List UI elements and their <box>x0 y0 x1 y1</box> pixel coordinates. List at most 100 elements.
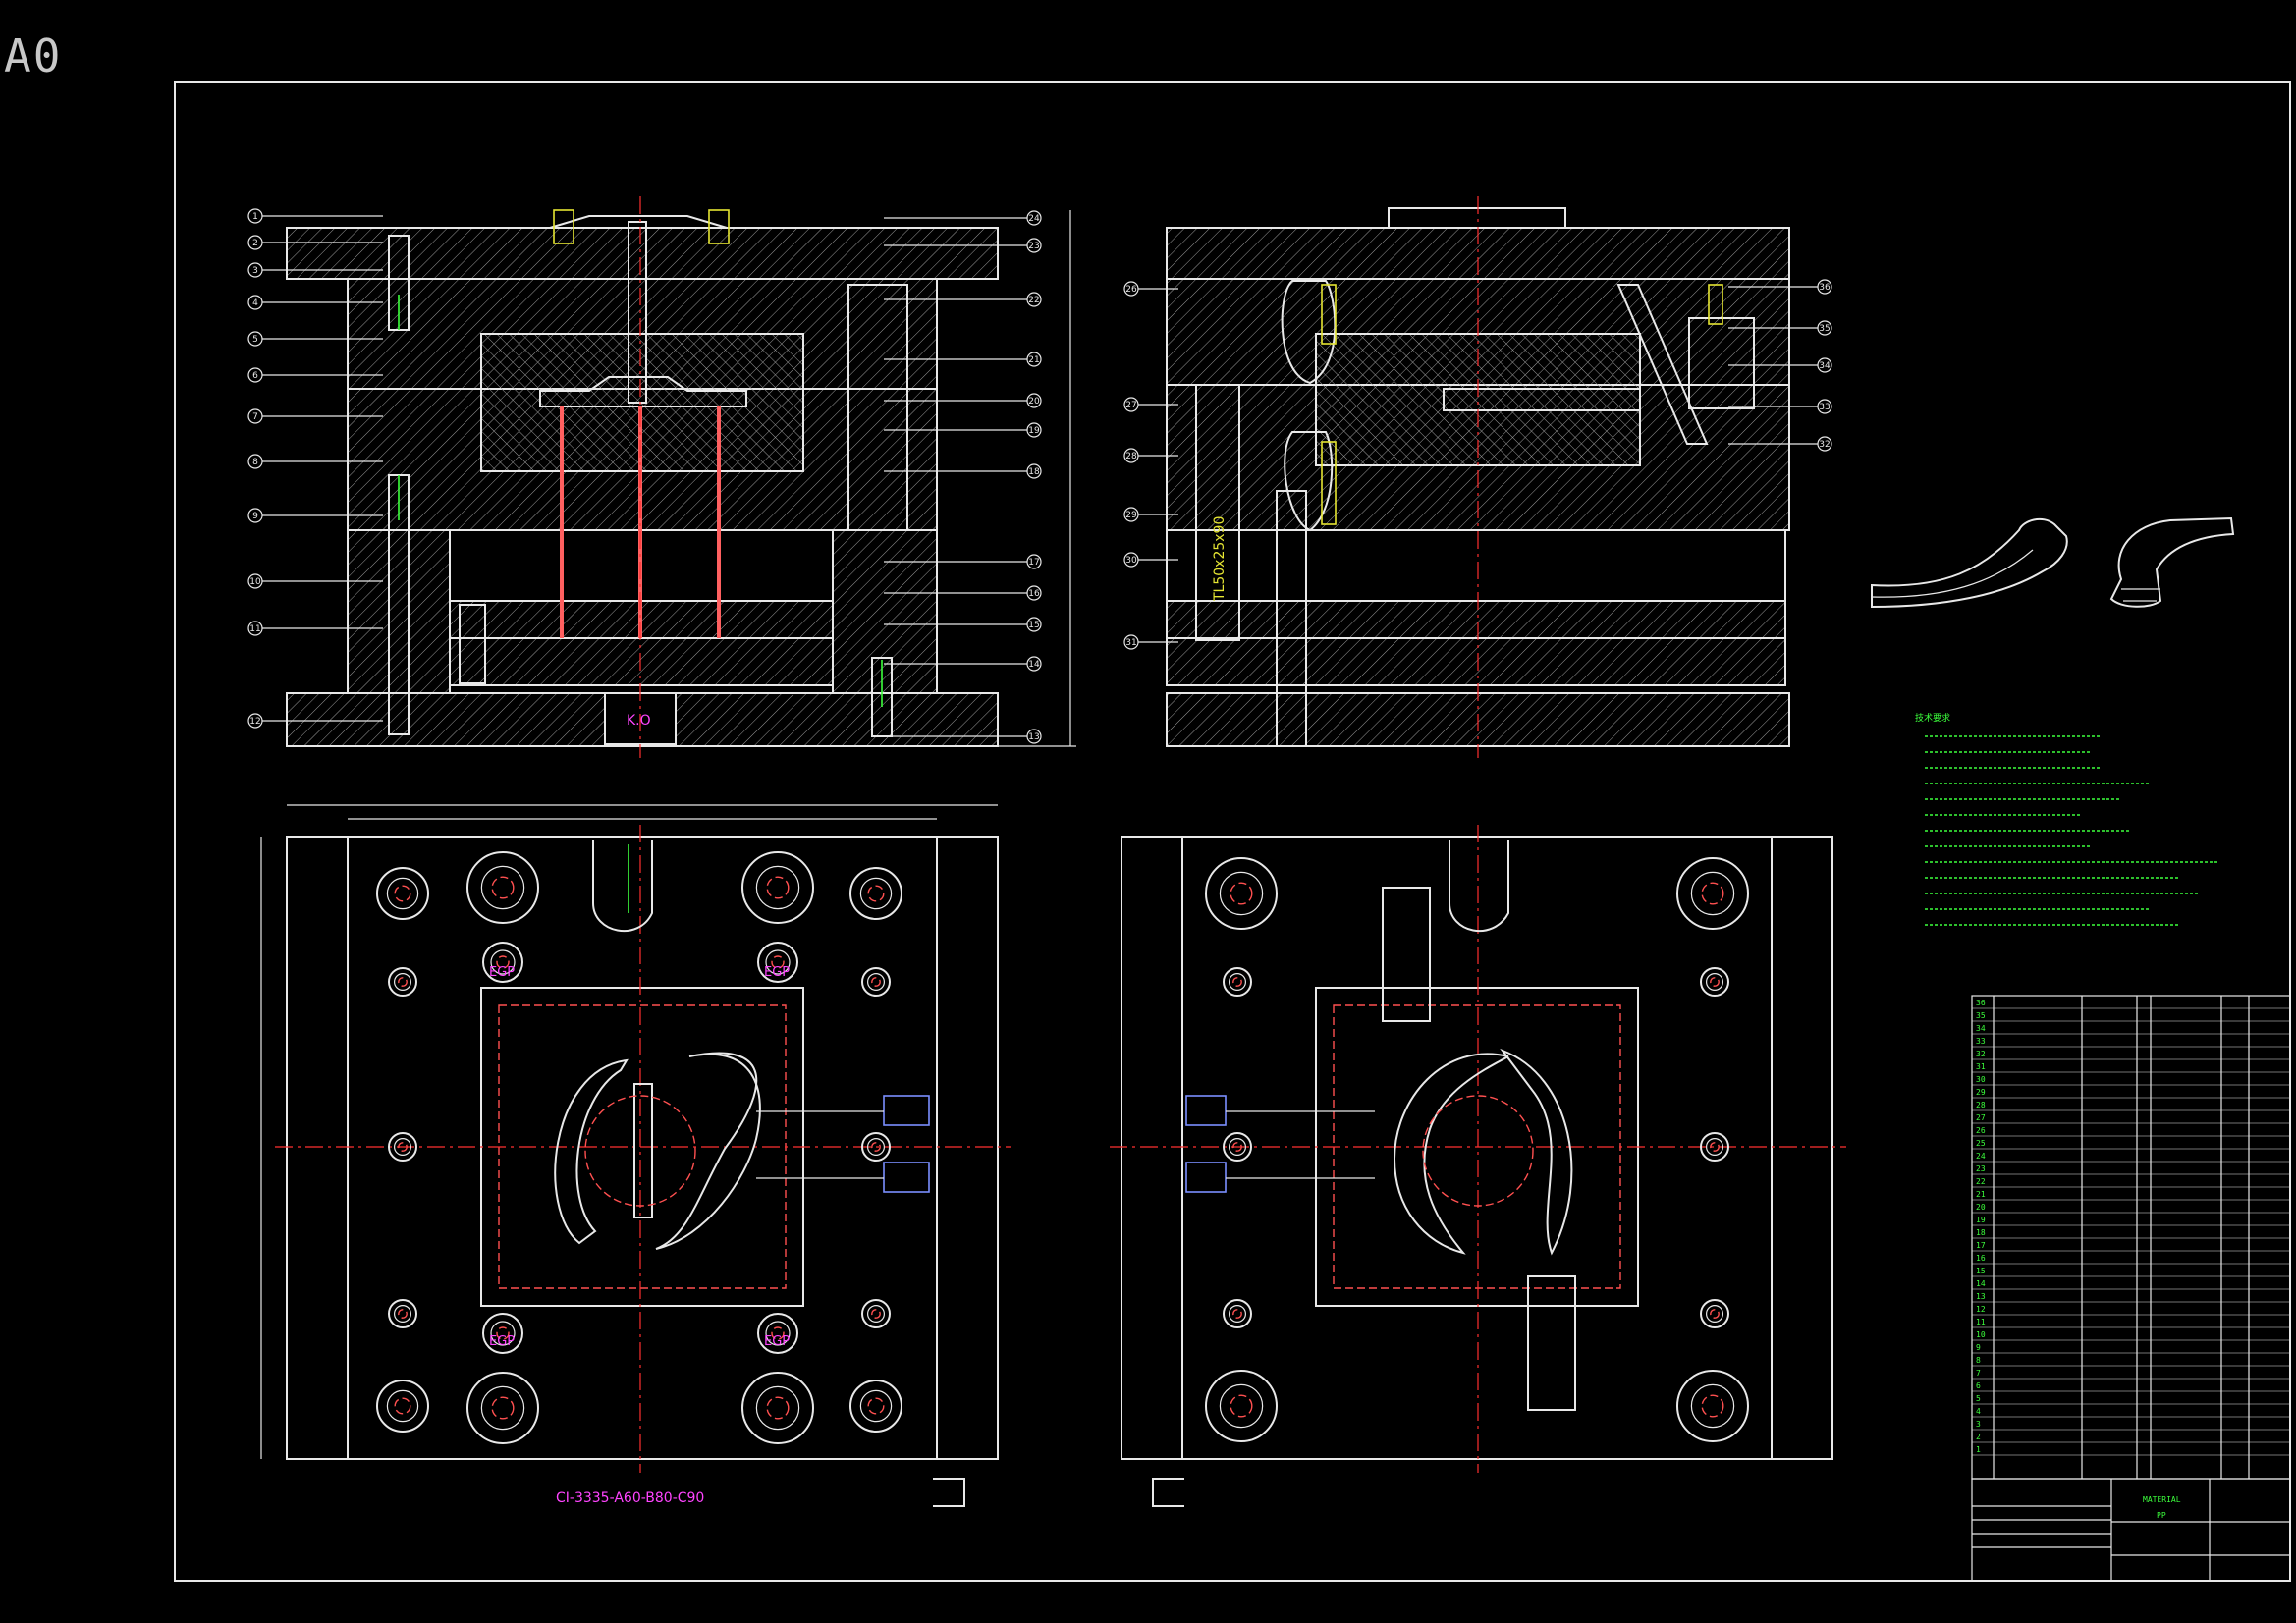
side-callout-34: 34 <box>1819 361 1831 371</box>
callouts-side-right: 36 35 34 33 32 <box>1728 279 1832 452</box>
bom-row-16: 16 <box>1976 1254 1986 1263</box>
front-callout-8: 8 <box>252 458 258 467</box>
bom-row-29: 29 <box>1976 1088 1986 1097</box>
technical-requirements: 技术要求 <box>1915 712 2219 926</box>
callouts-side-left: 26 27 28 29 30 31 <box>1123 281 1178 650</box>
front-callout-15: 15 <box>1028 621 1039 630</box>
bom-row-19: 19 <box>1976 1216 1986 1224</box>
bom-row-5: 5 <box>1976 1394 1981 1403</box>
bom-table: 3635343332313029282726252423222120191817… <box>1971 995 2291 1480</box>
spacer-block-left <box>347 529 451 694</box>
pillar-label: TL50x25x90 <box>1212 516 1228 602</box>
bom-row-7: 7 <box>1976 1369 1981 1378</box>
front-callout-14: 14 <box>1028 660 1040 670</box>
side-section-view: TL50x25x90 <box>1166 196 1790 758</box>
ejector-plate <box>449 637 834 686</box>
bom-row-24: 24 <box>1976 1152 1986 1161</box>
bom-row-3: 3 <box>1976 1420 1981 1429</box>
bom-row-13: 13 <box>1976 1292 1986 1301</box>
front-section-view: K.O <box>286 196 1076 758</box>
material-value: PP <box>2157 1511 2166 1520</box>
front-callout-24: 24 <box>1028 214 1040 224</box>
front-callout-2: 2 <box>252 239 258 248</box>
side-callout-29: 29 <box>1125 511 1137 520</box>
side-callout-26: 26 <box>1125 285 1137 295</box>
side-callout-32: 32 <box>1819 440 1830 450</box>
ko-label: K.O <box>627 713 651 729</box>
front-callout-12: 12 <box>249 717 260 727</box>
front-callout-18: 18 <box>1028 467 1040 477</box>
callouts-front-right: 24 23 22 21 20 19 18 17 16 15 14 13 <box>884 210 1042 744</box>
egp-label-4: EGP <box>764 1334 790 1349</box>
front-callout-13: 13 <box>1028 732 1039 742</box>
front-callout-7: 7 <box>252 412 258 422</box>
tech-title: 技术要求 <box>1915 712 1950 724</box>
bom-row-32: 32 <box>1976 1050 1986 1058</box>
bom-row-28: 28 <box>1976 1101 1986 1109</box>
bom-row-15: 15 <box>1976 1267 1986 1275</box>
bom-row-12: 12 <box>1976 1305 1986 1314</box>
front-callout-21: 21 <box>1028 355 1039 365</box>
bom-row-4: 4 <box>1976 1407 1981 1416</box>
bom-row-27: 27 <box>1976 1113 1986 1122</box>
side-callout-31: 31 <box>1125 638 1136 648</box>
note-label: CI-3335-A60-B80-C90 <box>556 1490 704 1506</box>
front-callout-19: 19 <box>1028 426 1040 436</box>
bom-row-25: 25 <box>1976 1139 1986 1148</box>
bom-row-2: 2 <box>1976 1433 1981 1441</box>
plan-view-fixed-half: EGP EGP EGP EGP CI-3335-A60-B80-C90 <box>260 804 1011 1507</box>
bom-row-21: 21 <box>1976 1190 1986 1199</box>
bom-row-31: 31 <box>1976 1062 1986 1071</box>
bom-row-34: 34 <box>1976 1024 1986 1033</box>
bom-row-35: 35 <box>1976 1011 1986 1020</box>
plan-view-moving-half <box>1110 825 1846 1507</box>
front-callout-4: 4 <box>252 298 258 308</box>
sheet-size-label: A0 <box>4 29 63 82</box>
bom-row-9: 9 <box>1976 1343 1981 1352</box>
bom-row-10: 10 <box>1976 1330 1986 1339</box>
front-callout-23: 23 <box>1028 242 1039 251</box>
bom-row-14: 14 <box>1976 1279 1986 1288</box>
material-label: MATERIAL <box>2143 1495 2181 1504</box>
bom-row-6: 6 <box>1976 1381 1981 1390</box>
spacer-block-right <box>832 529 938 694</box>
bom-row-23: 23 <box>1976 1164 1986 1173</box>
ko-hole <box>604 692 677 745</box>
title-block: MATERIAL PP <box>1971 1478 2291 1582</box>
bom-row-11: 11 <box>1976 1318 1986 1326</box>
side-callout-27: 27 <box>1125 401 1136 410</box>
bom-row-20: 20 <box>1976 1203 1986 1212</box>
egp-label-1: EGP <box>489 965 515 980</box>
side-callout-28: 28 <box>1125 452 1137 461</box>
front-callout-5: 5 <box>252 335 258 345</box>
bom-row-36: 36 <box>1976 999 1986 1007</box>
bom-row-30: 30 <box>1976 1075 1986 1084</box>
drawing-border <box>174 81 2291 1582</box>
front-callout-22: 22 <box>1028 296 1039 305</box>
front-callout-10: 10 <box>249 577 261 587</box>
bom-row-33: 33 <box>1976 1037 1986 1046</box>
front-callout-20: 20 <box>1028 397 1040 406</box>
front-callout-3: 3 <box>252 266 258 276</box>
side-callout-35: 35 <box>1819 324 1830 334</box>
side-callout-33: 33 <box>1819 403 1830 412</box>
front-callout-1: 1 <box>252 212 258 222</box>
front-callout-16: 16 <box>1028 589 1040 599</box>
bom-row-26: 26 <box>1976 1126 1986 1135</box>
part-sketches <box>1871 516 2235 609</box>
bom-row-8: 8 <box>1976 1356 1981 1365</box>
front-callout-9: 9 <box>252 512 258 521</box>
bom-row-1: 1 <box>1976 1445 1981 1454</box>
bom-row-22: 22 <box>1976 1177 1986 1186</box>
side-callout-30: 30 <box>1125 556 1137 566</box>
egp-label-3: EGP <box>489 1334 515 1349</box>
front-callout-6: 6 <box>252 371 258 381</box>
bom-row-17: 17 <box>1976 1241 1986 1250</box>
egp-label-2: EGP <box>764 965 790 980</box>
bom-row-18: 18 <box>1976 1228 1986 1237</box>
front-callout-17: 17 <box>1028 558 1039 568</box>
side-callout-36: 36 <box>1819 283 1831 293</box>
front-callout-11: 11 <box>249 624 260 634</box>
